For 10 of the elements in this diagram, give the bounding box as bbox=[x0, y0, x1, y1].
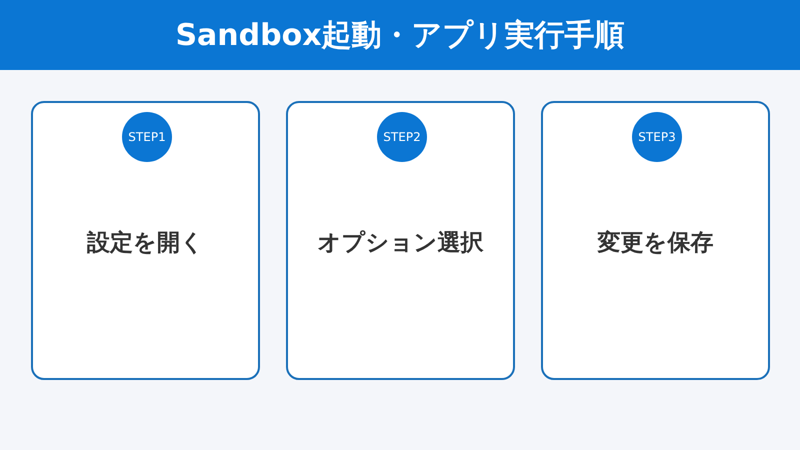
step-card bbox=[541, 101, 770, 380]
step-label: 変更を保存 bbox=[596, 229, 714, 258]
title-banner: Sandbox起動・アプリ実行手順 bbox=[0, 0, 800, 70]
step-label: オプション選択 bbox=[316, 229, 484, 258]
step-badge: STEP2 bbox=[377, 112, 427, 162]
step-card bbox=[31, 101, 260, 380]
step-badge: STEP3 bbox=[632, 112, 682, 162]
step-badge: STEP1 bbox=[122, 112, 172, 162]
step-label: 設定を開く bbox=[86, 229, 205, 258]
step-card bbox=[286, 101, 515, 380]
